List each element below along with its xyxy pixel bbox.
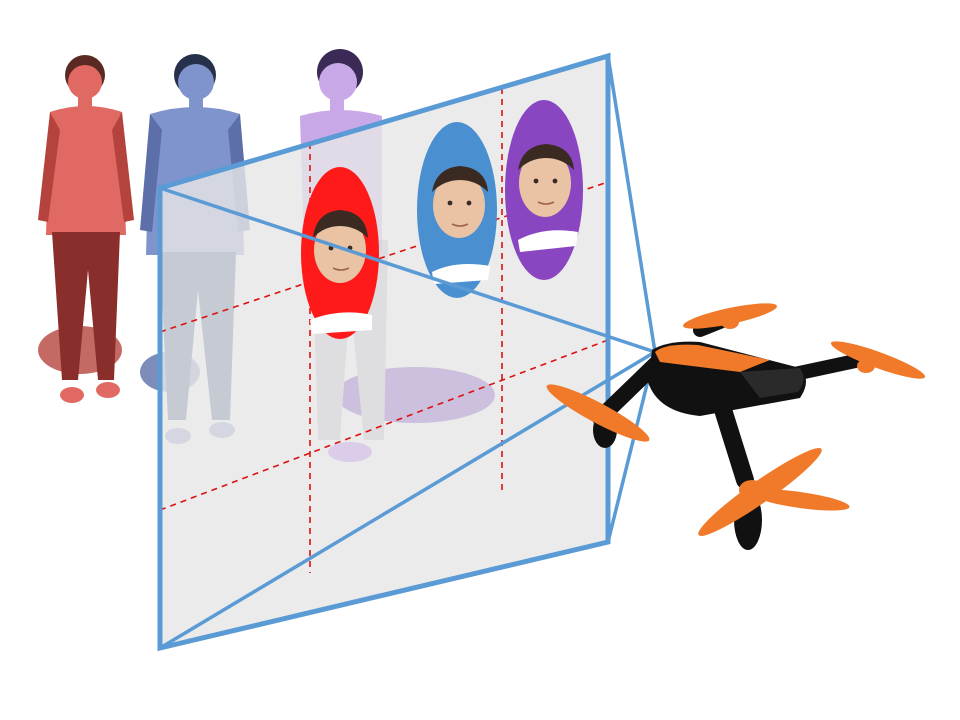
drone <box>546 303 926 550</box>
grid-horizontal-1 <box>159 181 609 333</box>
propeller-back-right <box>830 341 926 379</box>
face-blue <box>417 122 497 298</box>
propeller-front-left <box>546 384 650 442</box>
frustum-line-top-right <box>606 55 657 353</box>
frustum-line-bottom-right <box>606 351 657 543</box>
frustum-line-top-left <box>159 186 656 354</box>
face-purple <box>505 100 583 280</box>
propeller-front-right <box>698 448 850 536</box>
propeller-back-left <box>683 303 777 329</box>
grid-horizontal-2 <box>159 339 609 511</box>
face-red <box>301 167 379 339</box>
person-red <box>38 55 134 403</box>
image-plane <box>157 52 611 652</box>
